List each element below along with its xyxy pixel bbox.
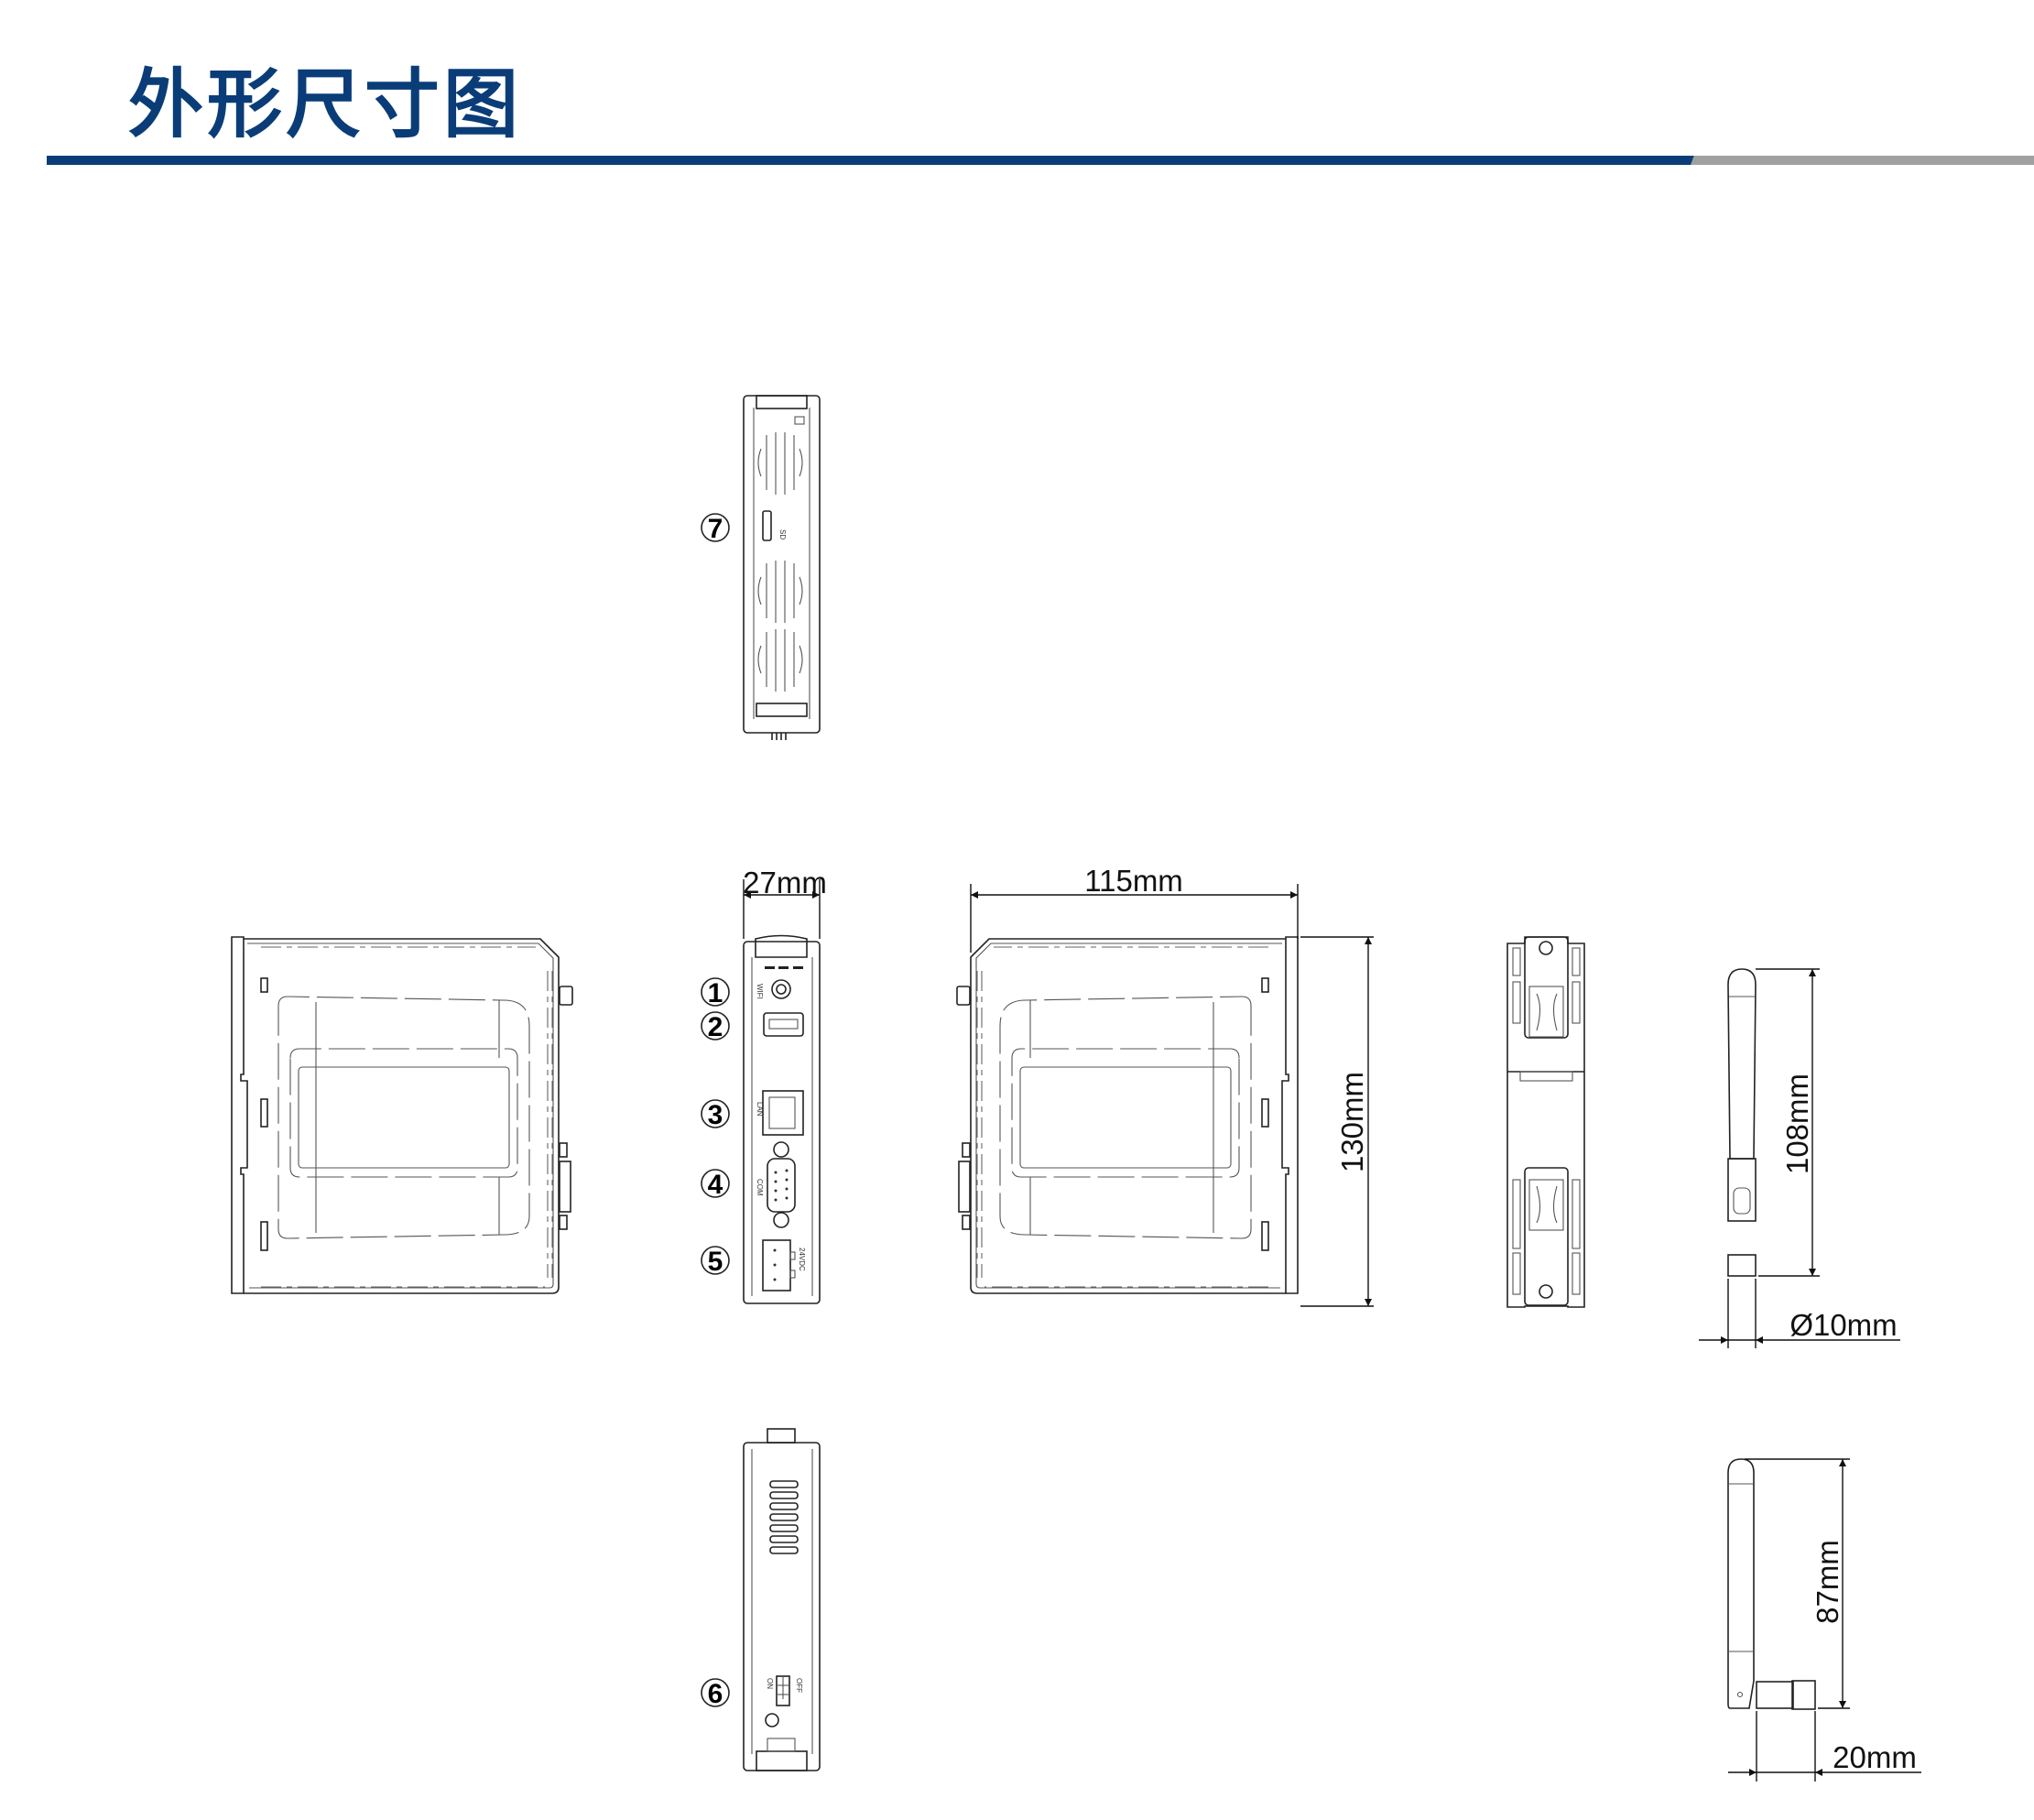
- sd-label: SD: [778, 529, 787, 539]
- callout-6-label: 6: [708, 1679, 723, 1709]
- callout-4-label: 4: [708, 1170, 723, 1200]
- callout-3-label: 3: [708, 1100, 723, 1130]
- usb-port: [763, 1012, 804, 1037]
- callout-6: [701, 1678, 730, 1707]
- status-leds: [765, 966, 803, 969]
- right-side-view: [956, 936, 1299, 1294]
- title-underline-blue: [47, 156, 1700, 165]
- left-side-view: [231, 936, 573, 1294]
- callout-2-label: 2: [708, 1012, 723, 1042]
- power-label: 24VDC: [798, 1248, 806, 1271]
- top-view: SD: [743, 395, 821, 740]
- antenna-straight: [1727, 968, 1757, 1277]
- dimension-antenna-offset-label: 20mm: [1833, 1740, 1917, 1774]
- vent-slots: [769, 1480, 799, 1554]
- dimension-height: 130mm: [1300, 936, 1374, 1307]
- lan-label: LAN: [756, 1102, 764, 1117]
- front-callouts: 1 2 3 4 5: [701, 977, 730, 1277]
- dimension-height-label: 130mm: [1335, 1072, 1369, 1172]
- callout-1-label: 1: [708, 978, 723, 1008]
- dip-off-label: OFF: [795, 1678, 803, 1693]
- dimension-depth: 115mm: [970, 864, 1299, 953]
- dimension-antenna-length-label: 108mm: [1780, 1073, 1814, 1174]
- dimension-antenna-diameter-label: Ø10mm: [1789, 1308, 1897, 1342]
- dip-on-label: ON: [766, 1678, 774, 1689]
- dimension-antenna-bent-length-label: 87mm: [1811, 1540, 1844, 1624]
- din-clip-top: [1524, 936, 1569, 1039]
- title-underline-gray: [1691, 156, 2034, 165]
- sd-card-slot: [762, 510, 772, 541]
- callout-5-label: 5: [708, 1247, 723, 1277]
- callout-7: [701, 513, 730, 542]
- callout-7-label: 7: [708, 514, 723, 544]
- antenna-bent: [1727, 1458, 1816, 1710]
- dimension-antenna-diameter: Ø10mm: [1699, 1279, 1900, 1348]
- vent-grille: [757, 432, 803, 692]
- dimension-depth-label: 115mm: [1084, 864, 1183, 898]
- dimension-antenna-length: 108mm: [1756, 968, 1820, 1277]
- wifi-label: WIFI: [756, 984, 764, 999]
- din-clip-bottom: [1524, 1167, 1569, 1306]
- wifi-antenna-port: [771, 979, 791, 999]
- bottom-view: ON OFF: [743, 1428, 821, 1771]
- power-terminal: [762, 1239, 796, 1291]
- dimension-antenna-bent-length: 87mm: [1745, 1458, 1850, 1709]
- front-view: WIFI LAN COM 24VDC: [743, 934, 821, 1304]
- dimension-antenna-offset: 20mm: [1728, 1711, 1921, 1782]
- reset-button: [765, 1713, 779, 1727]
- page-title: 外形尺寸图: [128, 61, 523, 148]
- com-label: COM: [756, 1179, 764, 1196]
- dimension-width: 27mm: [743, 866, 827, 939]
- lan-port: [762, 1090, 804, 1136]
- com-port: [767, 1141, 796, 1228]
- back-view: [1506, 936, 1585, 1308]
- dimension-width-label: 27mm: [743, 866, 827, 899]
